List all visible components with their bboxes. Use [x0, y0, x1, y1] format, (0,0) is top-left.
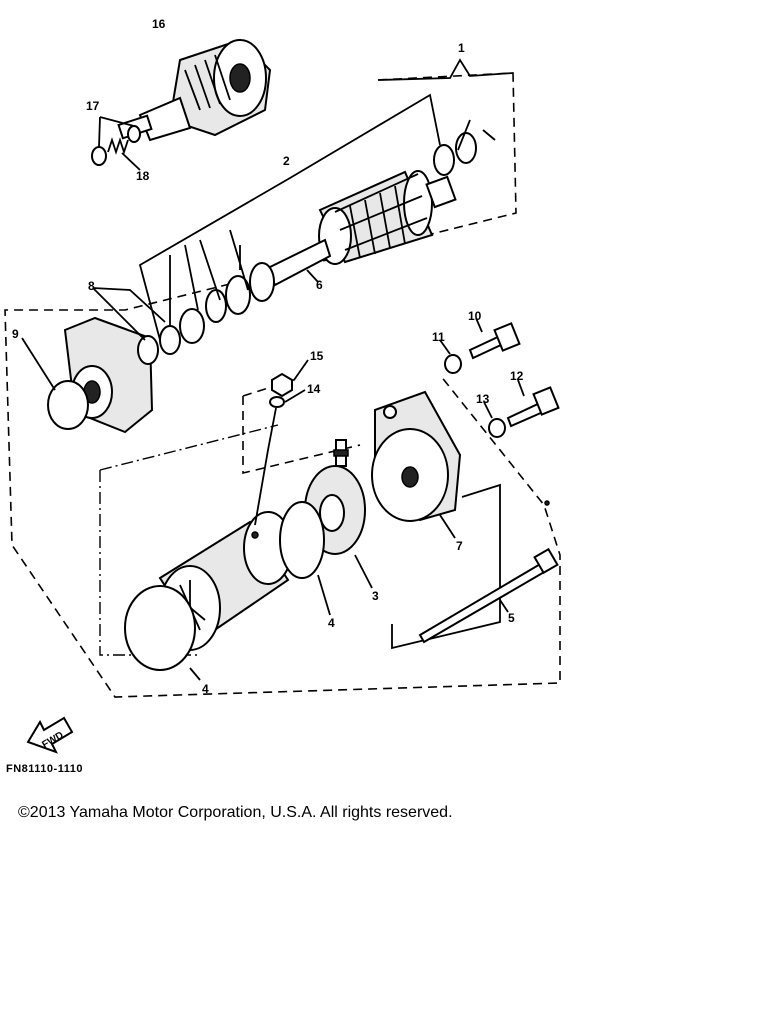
callout-2: 2 — [283, 154, 290, 168]
rear-cover-7 — [371, 390, 462, 522]
callout-10: 10 — [468, 309, 482, 323]
washers-17 — [91, 125, 141, 166]
callout-1: 1 — [458, 41, 465, 55]
bolt-bracket — [391, 483, 501, 650]
leader-4-rear — [317, 574, 331, 616]
nut-15 — [271, 372, 293, 398]
callout-5: 5 — [508, 611, 515, 625]
leader-18 — [121, 152, 141, 171]
forward-arrow-icon: FWD — [26, 716, 74, 754]
bolt-10 — [468, 322, 521, 360]
callout-3: 3 — [372, 589, 379, 603]
callout-9: 9 — [12, 327, 19, 341]
o-ring-9 — [47, 380, 89, 430]
leader-15 — [293, 359, 309, 381]
callout-15: 15 — [310, 349, 324, 363]
leader-4-front — [189, 667, 201, 681]
washer-leader-lines — [169, 229, 249, 325]
callout-6: 6 — [316, 278, 323, 292]
yoke-leader — [254, 407, 277, 526]
washer-14 — [269, 396, 285, 408]
assembly-boundary — [4, 72, 561, 698]
gasket-4-front — [124, 585, 196, 671]
callout-18: 18 — [136, 169, 150, 183]
spring-18 — [107, 137, 129, 155]
callout-17: 17 — [86, 99, 100, 113]
washer-11 — [444, 354, 462, 374]
bracket-1-top — [377, 58, 514, 81]
starter-drive-16 — [117, 38, 272, 142]
callout-14: 14 — [307, 382, 321, 396]
copyright-notice: ©2013 Yamaha Motor Corporation, U.S.A. A… — [18, 804, 453, 821]
stray-mark — [544, 500, 550, 506]
leader-2 — [138, 93, 441, 341]
armature-washers — [205, 132, 477, 323]
leader-3 — [354, 554, 373, 589]
callout-16: 16 — [152, 17, 166, 31]
callout-4-front: 4 — [202, 682, 209, 696]
leader-7 — [439, 514, 456, 539]
exploded-parts-diagram: 1 2 3 4 4 5 6 7 8 9 10 11 12 13 14 15 16… — [4, 17, 561, 754]
through-bolt-5 — [418, 547, 559, 644]
armature-2 — [266, 170, 457, 287]
leader-10 — [475, 317, 483, 333]
washer-13 — [488, 418, 506, 438]
leader-6 — [306, 269, 319, 283]
bolt-12 — [506, 386, 560, 428]
leader-14 — [284, 389, 306, 403]
leader-9 — [21, 337, 56, 391]
callout-8: 8 — [88, 279, 95, 293]
callout-13: 13 — [476, 392, 490, 406]
leader-1-washers — [457, 119, 496, 151]
callout-4-rear: 4 — [328, 616, 335, 630]
leader-17 — [98, 116, 135, 148]
callout-12: 12 — [510, 369, 524, 383]
leader-8 — [92, 287, 166, 341]
leader-5 — [499, 599, 509, 613]
leader-13 — [483, 401, 493, 419]
gasket-4-rear — [279, 501, 325, 579]
callout-7: 7 — [456, 539, 463, 553]
leader-11 — [439, 339, 451, 355]
leader-12 — [517, 379, 525, 397]
callout-11: 11 — [432, 330, 445, 344]
figure-code: FN81110-1110 — [6, 763, 83, 775]
